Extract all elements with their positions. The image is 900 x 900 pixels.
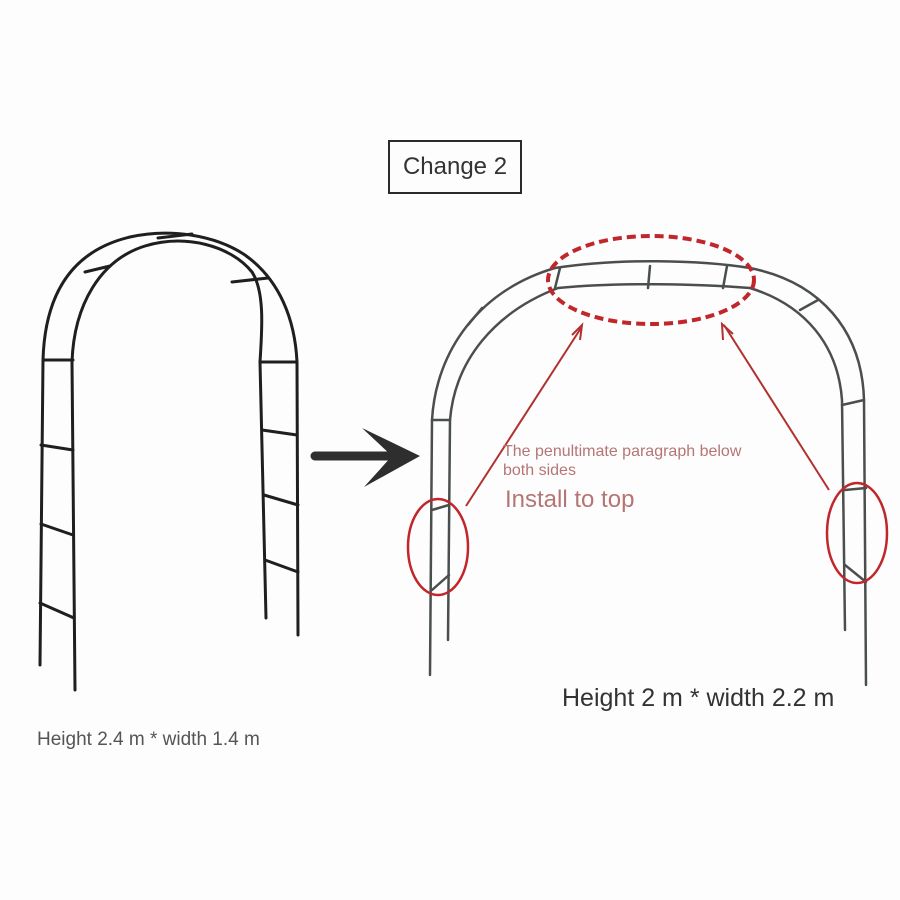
title-text: Change 2: [402, 153, 508, 180]
right-arch-dimensions: Height 2 m * width 2.2 m: [562, 684, 835, 712]
left-arch-dimensions: Height 2.4 m * width 1.4 m: [37, 729, 260, 750]
left-arch-inner-frame: [70, 239, 268, 692]
top-highlight-ellipse: [546, 234, 756, 326]
pointer-arrows: [465, 321, 830, 507]
arrow-right-icon: [310, 428, 420, 487]
right-arch-crossbars: [430, 298, 868, 592]
right-arch-outer-frame: [428, 259, 868, 687]
right-joint-circle: [825, 481, 889, 585]
annotation-line-1: The penultimate paragraph below: [503, 443, 742, 460]
right-arch-inner-frame: [446, 282, 847, 642]
left-joint-circle: [406, 497, 470, 597]
right-arch: [428, 259, 868, 687]
left-arch: [38, 231, 300, 692]
right-pointer-arrow: [723, 324, 830, 491]
right-arch-top-insert: [553, 264, 729, 290]
title-box: Change 2: [388, 140, 522, 194]
left-arch-crossbars: [38, 232, 300, 620]
install-instruction: Install to top: [505, 486, 635, 513]
left-pointer-arrow: [465, 327, 582, 507]
annotation-line-2: both sides: [503, 462, 576, 479]
annotation-note: The penultimate paragraph below both sid…: [503, 442, 741, 480]
highlight-markers: [406, 234, 889, 597]
